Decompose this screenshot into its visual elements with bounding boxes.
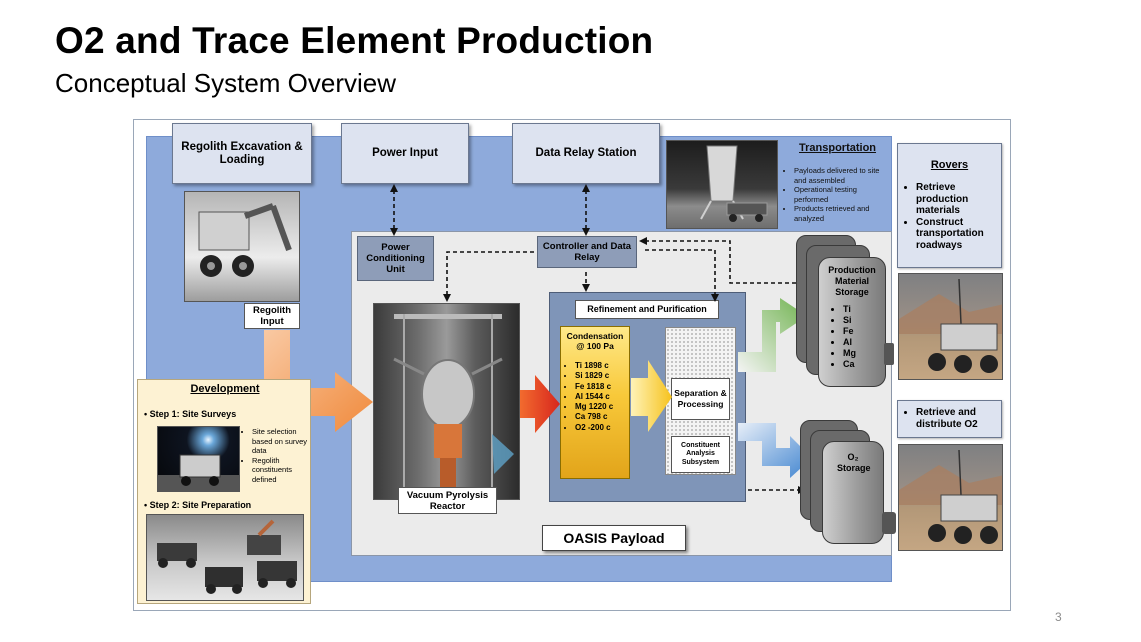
slide-title: O2 and Trace Element Production (55, 20, 654, 61)
storage-item: Si (843, 315, 885, 326)
development-heading: Development (190, 383, 260, 395)
condensation-item: Al 1544 c (575, 392, 626, 402)
excavator-robot-photo (184, 191, 300, 302)
distribute-o2-text: Retrieve and distribute O2 (916, 407, 1001, 430)
condensation-heading: Condensation @ 100 Pa (566, 331, 624, 351)
survey-rover-icon (158, 454, 239, 491)
rovers-heading: Rovers (930, 159, 969, 171)
production-storage-tank: Production Material Storage Ti Si Fe Al … (818, 257, 886, 387)
reactor-label: Vacuum Pyrolysis Reactor (398, 487, 497, 514)
condensation-item: Mg 1220 c (575, 402, 626, 412)
storage-item: Ca (843, 359, 885, 370)
rover-photo-bottom (898, 444, 1003, 551)
o2-storage-heading: O₂ Storage (837, 452, 871, 473)
material-storage-arrow-shape (738, 298, 807, 372)
reactor-output-arrow (520, 375, 560, 433)
condensation-item: Fe 1818 c (575, 382, 626, 392)
reactor-icon (393, 314, 514, 494)
o2-storage-arrow (738, 423, 812, 478)
production-storage-heading: Production Material Storage (828, 265, 876, 297)
transportation-list: Payloads delivered to site and assembled… (784, 166, 889, 223)
construction-vehicles-icon (157, 519, 297, 594)
data-relay-station-box: Data Relay Station (512, 123, 660, 184)
lander-icon (700, 145, 768, 222)
regolith-excavation-box: Regolith Excavation & Loading (172, 123, 312, 184)
tank-valve (884, 343, 894, 365)
step1-item: Site selection based on survey data (252, 427, 312, 456)
condensation-panel: Condensation @ 100 Pa Ti 1898 c Si 1829 … (560, 326, 630, 479)
development-panel: Development • Step 1: Site Surveys Site … (137, 379, 311, 604)
transportation-item: Operational testing performed (794, 185, 889, 204)
storage-item: Ti (843, 304, 885, 315)
transportation-panel: Payloads delivered to site and assembled… (666, 140, 891, 230)
constituent-analysis-box: Constituent Analysis Subsystem (671, 436, 730, 473)
o2-storage-tank: O₂ Storage (822, 441, 884, 544)
rovers-item: Construct transportation roadways (916, 217, 1001, 252)
transportation-item: Payloads delivered to site and assembled (794, 166, 889, 185)
condensation-item: Si 1829 c (575, 371, 626, 381)
development-step1: • Step 1: Site Surveys (144, 409, 237, 419)
site-preparation-photo (146, 514, 304, 601)
power-input-box: Power Input (341, 123, 469, 184)
rovers-item: Retrieve production materials (916, 182, 1001, 217)
lander-photo (666, 140, 778, 229)
vacuum-pyrolysis-reactor-photo (373, 303, 520, 500)
step1-list: Site selection based on survey data Rego… (242, 427, 312, 484)
transportation-item: Products retrieved and analyzed (794, 204, 889, 223)
controller-data-relay: Controller and Data Relay (537, 236, 637, 268)
power-conditioning-unit: Power Conditioning Unit (357, 236, 434, 281)
separation-processing-box: Separation & Processing (671, 378, 730, 420)
condensation-item: Ti 1898 c (575, 361, 626, 371)
step2-label: Step 2: Site Preparation (149, 500, 252, 510)
regolith-input-label: Regolith Input (244, 303, 300, 329)
condensation-item: O2 -200 c (575, 423, 626, 433)
robot-icon (198, 203, 292, 277)
rover-icon (899, 449, 1002, 544)
storage-item: Al (843, 337, 885, 348)
distribute-o2-box: Retrieve and distribute O2 (897, 400, 1002, 438)
development-step2: • Step 2: Site Preparation (144, 500, 252, 510)
step1-item: Regolith constituents defined (252, 456, 312, 485)
production-storage-list: Ti Si Fe Al Mg Ca (819, 304, 885, 370)
oasis-payload-label: OASIS Payload (542, 525, 686, 551)
rovers-box: Rovers Retrieve production materials Con… (897, 143, 1002, 268)
storage-item: Mg (843, 348, 885, 359)
condensation-item: Ca 798 c (575, 412, 626, 422)
page-number: 3 (1055, 610, 1062, 624)
o2-tank-valve (882, 512, 896, 534)
slide-subtitle: Conceptual System Overview (55, 68, 397, 98)
site-survey-photo (157, 426, 240, 492)
refinement-label: Refinement and Purification (575, 300, 719, 319)
rover-photo-top (898, 273, 1003, 380)
storage-item: Fe (843, 326, 885, 337)
step1-label: Step 1: Site Surveys (149, 409, 237, 419)
condensation-output-arrow (631, 360, 672, 432)
transportation-heading: Transportation (799, 142, 877, 154)
rover-icon (899, 278, 1002, 373)
